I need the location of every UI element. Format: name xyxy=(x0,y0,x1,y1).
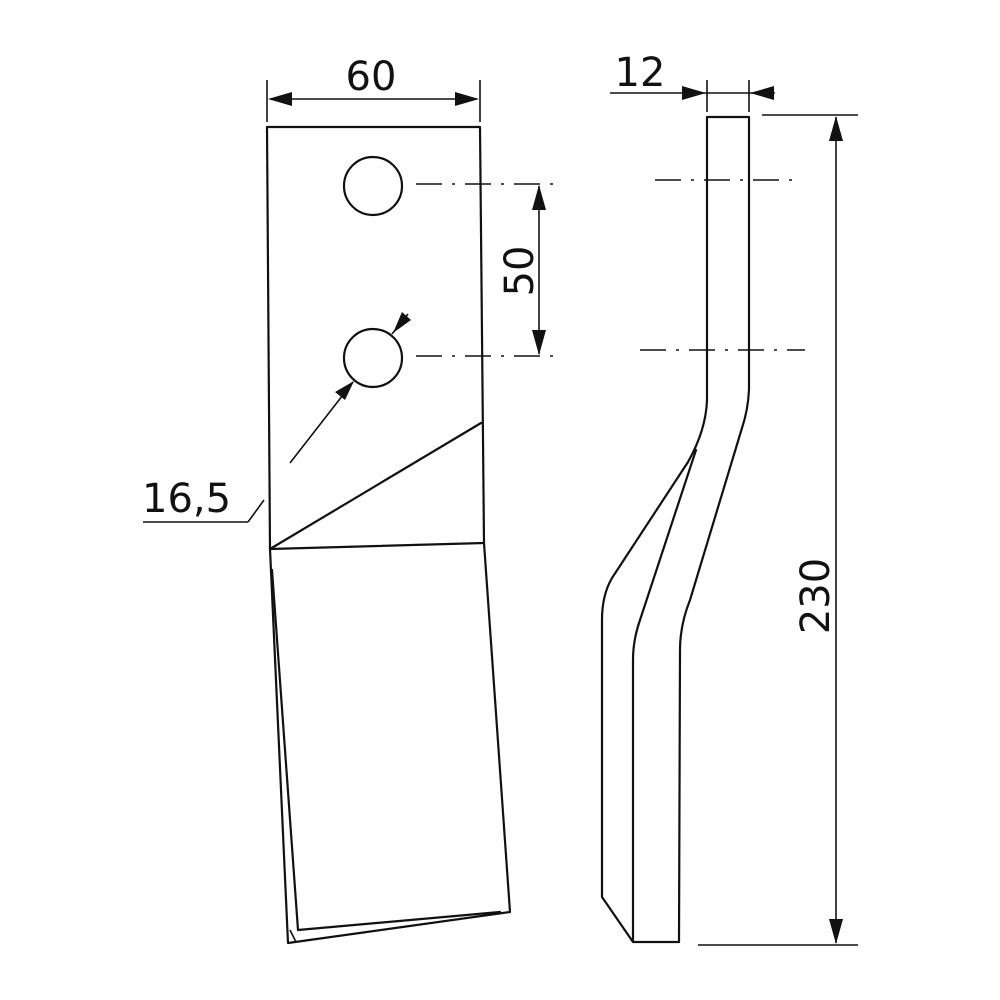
mounting-hole-top xyxy=(342,155,404,217)
mounting-hole-bottom xyxy=(342,327,404,389)
dimension-hole-diameter-label: 16,5 xyxy=(142,476,231,522)
bend-line xyxy=(268,421,483,551)
dimension-thickness-label: 12 xyxy=(615,50,666,96)
side-view xyxy=(600,115,805,944)
dimension-width: 60 xyxy=(266,54,481,122)
dimension-hole-spacing: 50 xyxy=(416,183,562,357)
dimension-hole-diameter: 16,5 xyxy=(142,312,411,523)
dimension-total-length: 230 xyxy=(698,114,858,946)
dimension-total-length-label: 230 xyxy=(793,558,839,634)
blade-lower-part xyxy=(268,541,512,945)
front-view xyxy=(265,125,512,945)
dimension-hole-spacing-label: 50 xyxy=(497,246,543,297)
blade-profile-outline xyxy=(600,115,751,944)
blade-bottom-edge xyxy=(289,929,297,943)
blade-profile-bevel xyxy=(631,448,698,942)
blade-bevel-edge xyxy=(270,568,502,932)
dimension-thickness: 12 xyxy=(610,50,775,112)
dimension-width-label: 60 xyxy=(346,54,397,100)
